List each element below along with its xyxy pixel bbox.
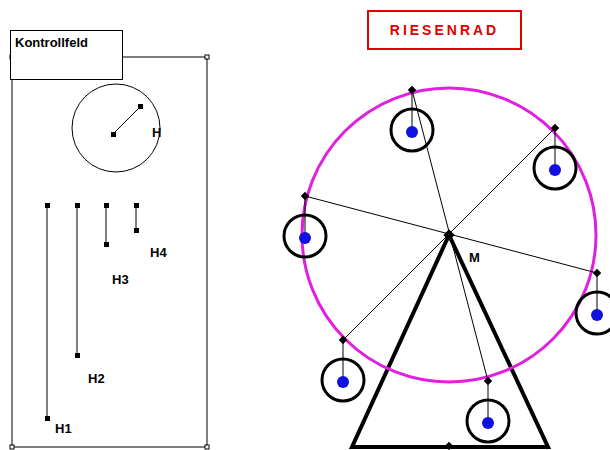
point-label: H (152, 126, 161, 139)
panel-title-box: Kontrollfeld (10, 30, 123, 80)
hanger-point (551, 124, 559, 132)
gondola-seat (337, 376, 349, 388)
control-panel (12, 57, 207, 447)
gondola-seat (406, 126, 418, 138)
gondola-ring (534, 147, 576, 189)
gondola-ring (391, 109, 433, 151)
point-label: M (469, 251, 480, 264)
point-label: H2 (88, 372, 105, 385)
gondola-ring (576, 292, 610, 334)
gondola-ring (322, 359, 364, 401)
gondola-seat (482, 417, 494, 429)
point-label: H1 (55, 422, 72, 435)
point-label: H4 (150, 246, 167, 259)
wheel-stand (352, 235, 548, 447)
base-point (445, 442, 453, 450)
control-circle (72, 84, 160, 172)
gondola-seat (549, 164, 561, 176)
gondola-ring (284, 215, 326, 257)
hanger-point (339, 336, 347, 344)
slider-points (45, 203, 139, 421)
panel-corners (10, 55, 209, 449)
gondolas (284, 86, 610, 442)
title-box: RIESENRAD (367, 10, 522, 50)
wheel-spokes (305, 90, 597, 381)
handle-point (138, 104, 143, 109)
hanger-point (593, 269, 601, 277)
hanger-point (408, 86, 416, 94)
wheel-rim (302, 88, 596, 382)
node-text: Kontrollfeld (15, 35, 118, 50)
slider-lines (47, 205, 136, 418)
gondola-seat (299, 232, 311, 244)
center-point (111, 132, 116, 137)
hanger-point (301, 192, 309, 200)
gondola-seat (591, 309, 603, 321)
node-text: RIESENRAD (373, 16, 516, 44)
point-label: H3 (112, 273, 129, 286)
hub-point (443, 229, 454, 240)
hanger-point (484, 377, 492, 385)
gondola-ring (467, 400, 509, 442)
radius-line (113, 107, 140, 134)
